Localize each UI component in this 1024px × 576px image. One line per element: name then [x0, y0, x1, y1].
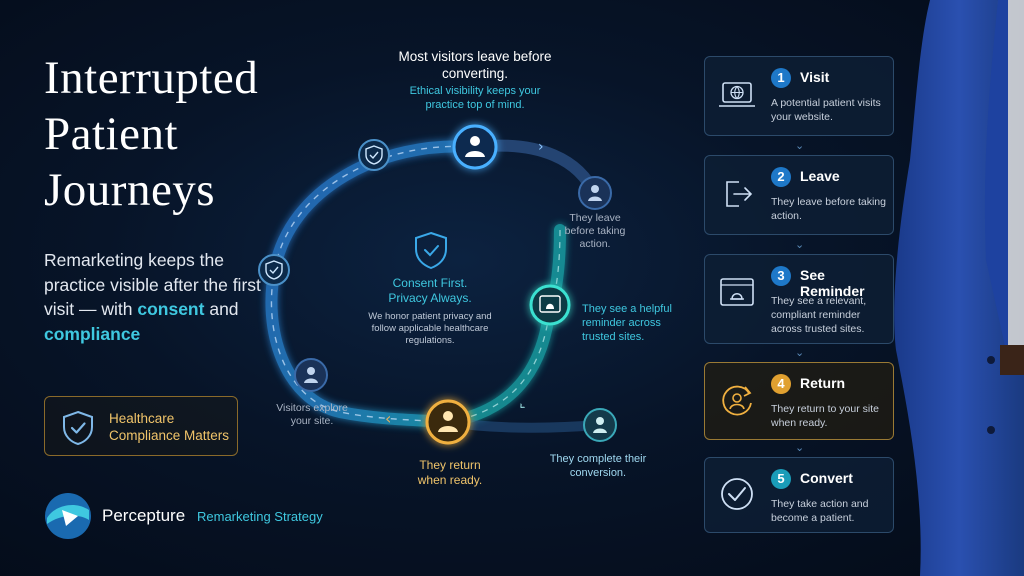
brand-logo-icon [45, 493, 91, 539]
step-card-return: 4 Return They return to your site when r… [704, 362, 894, 440]
node-reminder [529, 284, 571, 326]
node-leave-user [578, 176, 612, 210]
step-card-see-reminder: 3 See Reminder They see a relevant, comp… [704, 254, 894, 344]
node-return-user [425, 399, 471, 445]
cycle-top-subtext: Ethical visibility keeps your practice t… [409, 85, 541, 111]
brand: Percepture Remarketing Strategy [44, 492, 364, 540]
person-in-suit-image [894, 0, 1024, 576]
node-top-user [452, 124, 498, 170]
step-title: Convert [800, 470, 853, 486]
chevron-down-icon: ⌄ [795, 239, 805, 251]
center-title: Consent First. Privacy Always. [388, 276, 472, 305]
step-number: 4 [771, 374, 791, 394]
step-number: 3 [771, 266, 791, 286]
center-description: We honor patient privacy and follow appl… [368, 311, 492, 346]
node-complete-user [583, 408, 617, 442]
chevron-down-icon: ⌄ [795, 347, 805, 359]
journey-conversion-path [443, 417, 605, 433]
page-title: Interrupted Patient Journeys [44, 50, 344, 218]
label-explore: Visitors explore your site. [276, 402, 348, 427]
step-description: They take action and become a patient. [771, 498, 869, 524]
compliance-badge-label: Healthcare Compliance Matters [109, 411, 230, 443]
node-shield-upper [358, 139, 390, 171]
check-circle-icon [721, 478, 753, 510]
subtitle-consent: consent [137, 299, 205, 319]
shield-check-icon [63, 410, 93, 446]
compliance-badge: Healthcare Compliance Matters [44, 396, 238, 456]
exit-icon [726, 181, 753, 207]
cycle-top-heading: Most visitors leave before converting. [398, 49, 552, 81]
flow-arrow-icon: ‹ [385, 409, 391, 428]
title-line-3: Journeys [44, 164, 216, 216]
center-shield-icon [415, 231, 447, 270]
node-shield-lower [258, 254, 290, 286]
step-number: 5 [771, 469, 791, 489]
title-line-1: Interrupted [44, 52, 259, 104]
journey-reminder-dash [447, 229, 561, 423]
brand-subtitle: Remarketing Strategy [197, 509, 323, 524]
step-number: 1 [771, 68, 791, 88]
title-line-2: Patient [44, 108, 179, 160]
step-number: 2 [771, 167, 791, 187]
step-title: Return [800, 375, 846, 391]
step-title: See Reminder [800, 267, 865, 299]
subtitle-part-2: and [204, 299, 239, 319]
flow-arrow-icon: ‹ [514, 399, 529, 414]
step-card-convert: 5 Convert They take action and become a … [704, 457, 894, 533]
label-return: They return when ready. [417, 458, 483, 487]
label-complete: They complete their conversion. [549, 453, 647, 479]
label-reminder: They see a helpful reminder across trust… [582, 303, 672, 343]
flow-arrow-icon: › [538, 139, 544, 155]
label-leave: They leave before taking action. [564, 212, 626, 250]
subtitle-part-1: Remarketing keeps the practice visible a… [44, 250, 261, 319]
step-card-visit: 1 Visit A potential patient visits your … [704, 56, 894, 136]
step-description: They return to your site when ready. [771, 403, 879, 429]
browser-bell-icon [720, 278, 754, 306]
step-description: They leave before taking action. [771, 196, 886, 222]
subtitle-compliance: compliance [44, 323, 141, 344]
chevron-down-icon: ⌄ [795, 442, 805, 454]
brand-name: Percepture [102, 506, 186, 525]
return-user-icon [722, 385, 752, 416]
step-title: Visit [800, 69, 830, 85]
step-title: Leave [800, 168, 840, 184]
step-description: A potential patient visits your website. [771, 97, 881, 123]
laptop-globe-icon [719, 82, 755, 107]
chevron-down-icon: ⌄ [795, 140, 805, 152]
step-card-leave: 2 Leave They leave before taking action. [704, 155, 894, 235]
node-explore-user [294, 358, 328, 392]
step-description: They see a relevant, compliant reminder … [771, 295, 867, 335]
subtitle: Remarketing keeps the practice visible a… [44, 248, 264, 346]
